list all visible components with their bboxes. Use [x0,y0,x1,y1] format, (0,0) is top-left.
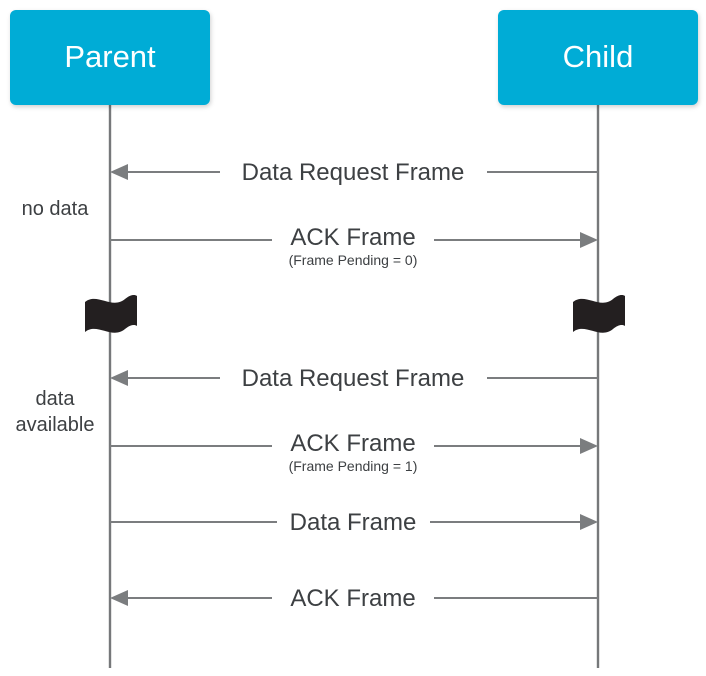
message-label: Data Request Frame [242,365,465,392]
actor-box-child[interactable] [498,10,698,105]
arrowhead-right-icon [580,232,598,248]
actor-parent[interactable]: Parent [10,10,210,105]
side-notes: no data data available [16,198,95,436]
note-data-available-line1: data [36,388,76,410]
arrowhead-left-icon [110,164,128,180]
message-label: Data Request Frame [242,159,465,186]
message-ack-frame-3[interactable]: ACK Frame [110,585,598,612]
arrowhead-right-icon [580,514,598,530]
actor-box-parent[interactable] [10,10,210,105]
actor-label-parent: Parent [64,39,156,74]
message-label: Data Frame [290,509,417,536]
message-sublabel: (Frame Pending = 0) [289,252,418,268]
actor-label-child: Child [563,39,634,74]
message-label: ACK Frame [290,430,415,457]
message-data-request-frame-2[interactable]: Data Request Frame [110,365,598,392]
arrowhead-left-icon [110,590,128,606]
message-data-request-frame-1[interactable]: Data Request Frame [110,159,598,186]
message-label: ACK Frame [290,224,415,251]
messages: Data Request Frame ACK Frame (Frame Pend… [110,159,598,612]
message-data-frame[interactable]: Data Frame [110,509,598,536]
break-symbols [85,295,625,333]
message-label: ACK Frame [290,585,415,612]
arrowhead-right-icon [580,438,598,454]
actor-child[interactable]: Child [498,10,698,105]
message-ack-frame-2[interactable]: ACK Frame (Frame Pending = 1) [110,430,598,474]
break-flag-child-icon [573,295,625,333]
note-no-data: no data [22,198,90,220]
break-flag-parent-icon [85,295,137,333]
lifelines [108,105,600,668]
arrowhead-left-icon [110,370,128,386]
note-data-available-line2: available [16,414,95,436]
message-ack-frame-1[interactable]: ACK Frame (Frame Pending = 0) [110,224,598,268]
message-sublabel: (Frame Pending = 1) [289,458,418,474]
